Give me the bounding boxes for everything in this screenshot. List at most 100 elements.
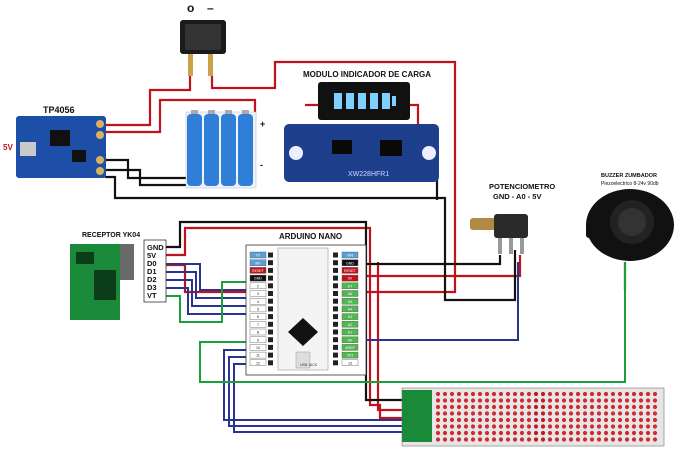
led-dot — [519, 411, 525, 416]
arduino-pin-label: RESET — [344, 269, 357, 273]
led-dot — [484, 417, 490, 423]
arduino-pin-header — [333, 275, 338, 281]
led-dot — [547, 437, 553, 442]
buzzer-title: BUZZER ZUMBADOR — [601, 173, 657, 179]
led-dot — [470, 404, 476, 410]
led-dot — [638, 391, 644, 397]
arduino-pin-header — [268, 360, 273, 366]
led-dot — [470, 430, 476, 436]
arduino-pin — [341, 290, 359, 297]
led-dot — [505, 417, 511, 423]
led-dot — [442, 424, 448, 429]
led-dot — [582, 398, 588, 403]
arduino-pin — [341, 336, 359, 343]
led-dot — [631, 430, 637, 436]
led-dot — [603, 404, 609, 410]
led-dot — [435, 391, 441, 397]
led-dot — [463, 424, 469, 429]
led-dot — [449, 398, 455, 403]
arduino-title: ARDUINO NANO — [279, 232, 342, 241]
led-dot — [484, 404, 490, 410]
charge-indicator-module: XW228HFR1 — [284, 82, 439, 182]
arduino-pin-label: 5 — [257, 308, 259, 312]
arduino-pin-label: 3 — [257, 292, 259, 296]
arduino-pin-label: 3V3 — [347, 354, 353, 358]
led-dot — [533, 430, 539, 436]
led-dot — [456, 430, 462, 436]
led-dot — [589, 417, 595, 423]
led-dot — [519, 430, 525, 436]
led-dot — [498, 424, 504, 429]
led-dot — [603, 417, 609, 423]
led-dot — [554, 391, 560, 397]
led-dot — [575, 437, 581, 442]
led-dot — [505, 424, 511, 429]
led-dot — [470, 398, 476, 403]
led-dot — [456, 424, 462, 429]
led-dot — [610, 430, 616, 436]
led-dot — [638, 437, 644, 442]
led-dot — [568, 424, 574, 429]
led-dot — [449, 404, 455, 410]
led-dot — [561, 430, 567, 436]
led-dot — [512, 398, 518, 403]
led-dot — [631, 417, 637, 423]
arduino-pin-header — [268, 314, 273, 320]
arduino-pin-header — [333, 337, 338, 343]
led-dot — [624, 424, 630, 429]
led-dot — [470, 437, 476, 442]
arduino-pin-header — [333, 321, 338, 327]
led-dot — [540, 424, 546, 429]
arduino-pin-label: A7 — [348, 284, 352, 288]
arduino-pin-label: A2 — [348, 323, 352, 327]
arduino-pin-header — [333, 344, 338, 350]
arduino-pin — [341, 359, 359, 366]
receptor-pin-label: D3 — [147, 283, 157, 292]
led-dot — [617, 417, 623, 423]
led-dot — [484, 437, 490, 442]
arduino-pin — [341, 305, 359, 313]
led-dot — [575, 417, 581, 423]
led-dot — [512, 391, 518, 397]
led-dot — [617, 391, 623, 397]
led-dot — [554, 411, 560, 416]
led-dot — [491, 424, 497, 429]
led-dot — [624, 430, 630, 436]
receptor-pin-label: D2 — [147, 275, 157, 284]
led-dot — [638, 398, 644, 403]
led-dot — [631, 391, 637, 397]
led-dot — [547, 424, 553, 429]
led-dot — [442, 417, 448, 423]
led-dot — [512, 411, 518, 416]
led-dot — [533, 424, 539, 429]
led-dot — [624, 391, 630, 397]
led-dot — [610, 437, 616, 442]
led-dot — [442, 398, 448, 403]
led-dot — [512, 424, 518, 429]
arduino-pin-label: 7 — [257, 323, 259, 327]
arduino-pin — [249, 313, 267, 320]
led-dot — [484, 391, 490, 397]
led-dot — [533, 437, 539, 442]
led-dot — [596, 398, 602, 403]
arduino-pin-header — [268, 306, 273, 312]
arduino-pin — [341, 282, 359, 289]
led-dot — [526, 417, 532, 423]
arduino-pin-header — [268, 260, 273, 266]
led-dot — [512, 404, 518, 410]
arduino-pin-label: 6 — [257, 315, 259, 319]
led-dot — [624, 411, 630, 416]
led-dot — [561, 404, 567, 410]
arduino-pin-label: A5 — [348, 300, 352, 304]
led-dot — [589, 391, 595, 397]
led-dot — [484, 424, 490, 429]
arduino-pin-header — [333, 360, 338, 366]
led-dot — [561, 411, 567, 416]
arduino-pin-label: A4 — [348, 308, 352, 312]
arduino-pin — [249, 290, 267, 297]
buzzer — [586, 189, 674, 261]
arduino-pin-header — [333, 252, 338, 258]
green-wires — [165, 262, 626, 383]
led-dot — [463, 430, 469, 436]
led-dot — [484, 430, 490, 436]
